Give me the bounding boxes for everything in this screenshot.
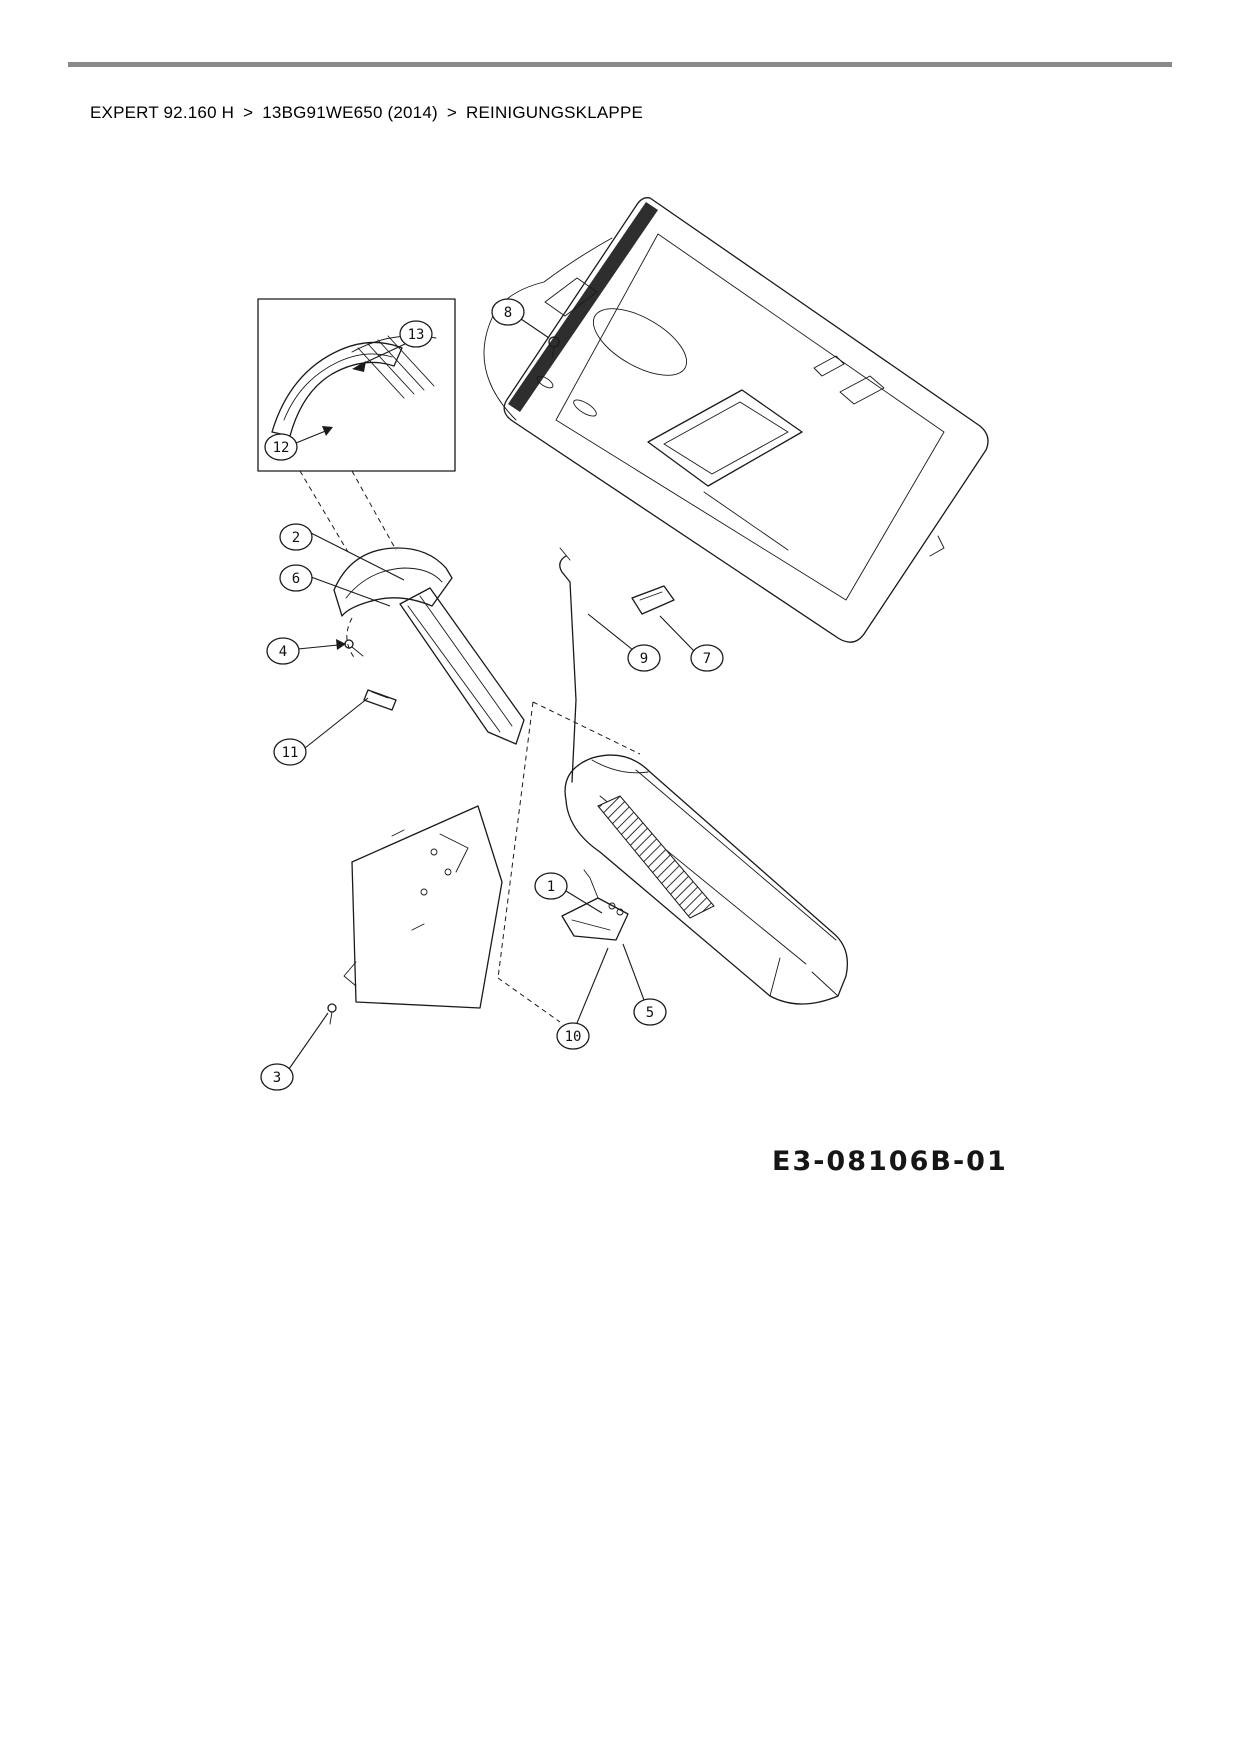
- callout-4-label: 4: [279, 644, 287, 660]
- drawing-number: E3-08106B-01: [772, 1146, 1008, 1177]
- latch-part-7: [631, 585, 675, 615]
- callout-11-label: 11: [282, 745, 299, 761]
- callout-5-label: 5: [646, 1005, 654, 1021]
- side-panel: [343, 805, 503, 1009]
- callout-4: 4: [266, 637, 346, 665]
- callout-8-label: 8: [504, 305, 512, 321]
- pin-part-11: [363, 689, 397, 711]
- callout-12-label: 12: [273, 440, 290, 456]
- callout-3: 3: [260, 1012, 329, 1091]
- callout-5: 5: [622, 943, 667, 1026]
- callout-1-label: 1: [547, 879, 555, 895]
- callout-12: 12: [264, 426, 333, 461]
- breadcrumb-separator: >: [243, 103, 254, 122]
- callout-8: 8: [491, 298, 550, 339]
- chute-hatch-strip: [597, 795, 715, 919]
- projection-line: [532, 701, 641, 755]
- callout-11: 11: [273, 697, 369, 766]
- breadcrumb-separator: >: [446, 103, 457, 122]
- callout-7: 7: [659, 615, 724, 672]
- callout-6-label: 6: [292, 571, 300, 587]
- callout-1: 1: [534, 872, 603, 914]
- callout-6: 6: [279, 564, 391, 607]
- callout-7-label: 7: [703, 651, 711, 667]
- callout-2-label: 2: [292, 530, 300, 546]
- projection-line: [351, 470, 397, 551]
- fender-assembly: [333, 547, 525, 745]
- callout-13: 13: [352, 320, 433, 372]
- top-divider: [68, 62, 1172, 67]
- projection-line: [497, 977, 561, 1023]
- callout-9: 9: [587, 613, 661, 672]
- projection-line: [497, 701, 534, 979]
- breadcrumb: EXPERT 92.160 H >13BG91WE650 (2014) > REINI…: [90, 103, 643, 123]
- callout-3-label: 3: [273, 1070, 281, 1086]
- bracket-part-1: [561, 869, 629, 941]
- bolt-part-8: [548, 336, 560, 359]
- callout-10-label: 10: [565, 1029, 582, 1045]
- callout-9-label: 9: [640, 651, 648, 667]
- screw-part-4: [344, 639, 364, 657]
- projection-line: [299, 470, 349, 553]
- breadcrumb-item-model[interactable]: EXPERT 92.160 H: [90, 103, 235, 122]
- callout-13-label: 13: [408, 327, 425, 343]
- callout-10: 10: [556, 947, 609, 1050]
- callout-2: 2: [279, 523, 405, 581]
- rod-part-9: [559, 547, 577, 783]
- body-edge-band: [508, 202, 658, 412]
- screw-part-3: [327, 1003, 337, 1025]
- breadcrumb-item-section: REINIGUNGSKLAPPE: [466, 103, 644, 122]
- breadcrumb-item-variant[interactable]: 13BG91WE650 (2014): [262, 103, 438, 122]
- tractor-rear-body: [483, 197, 989, 643]
- cleaning-chute: [564, 754, 849, 1005]
